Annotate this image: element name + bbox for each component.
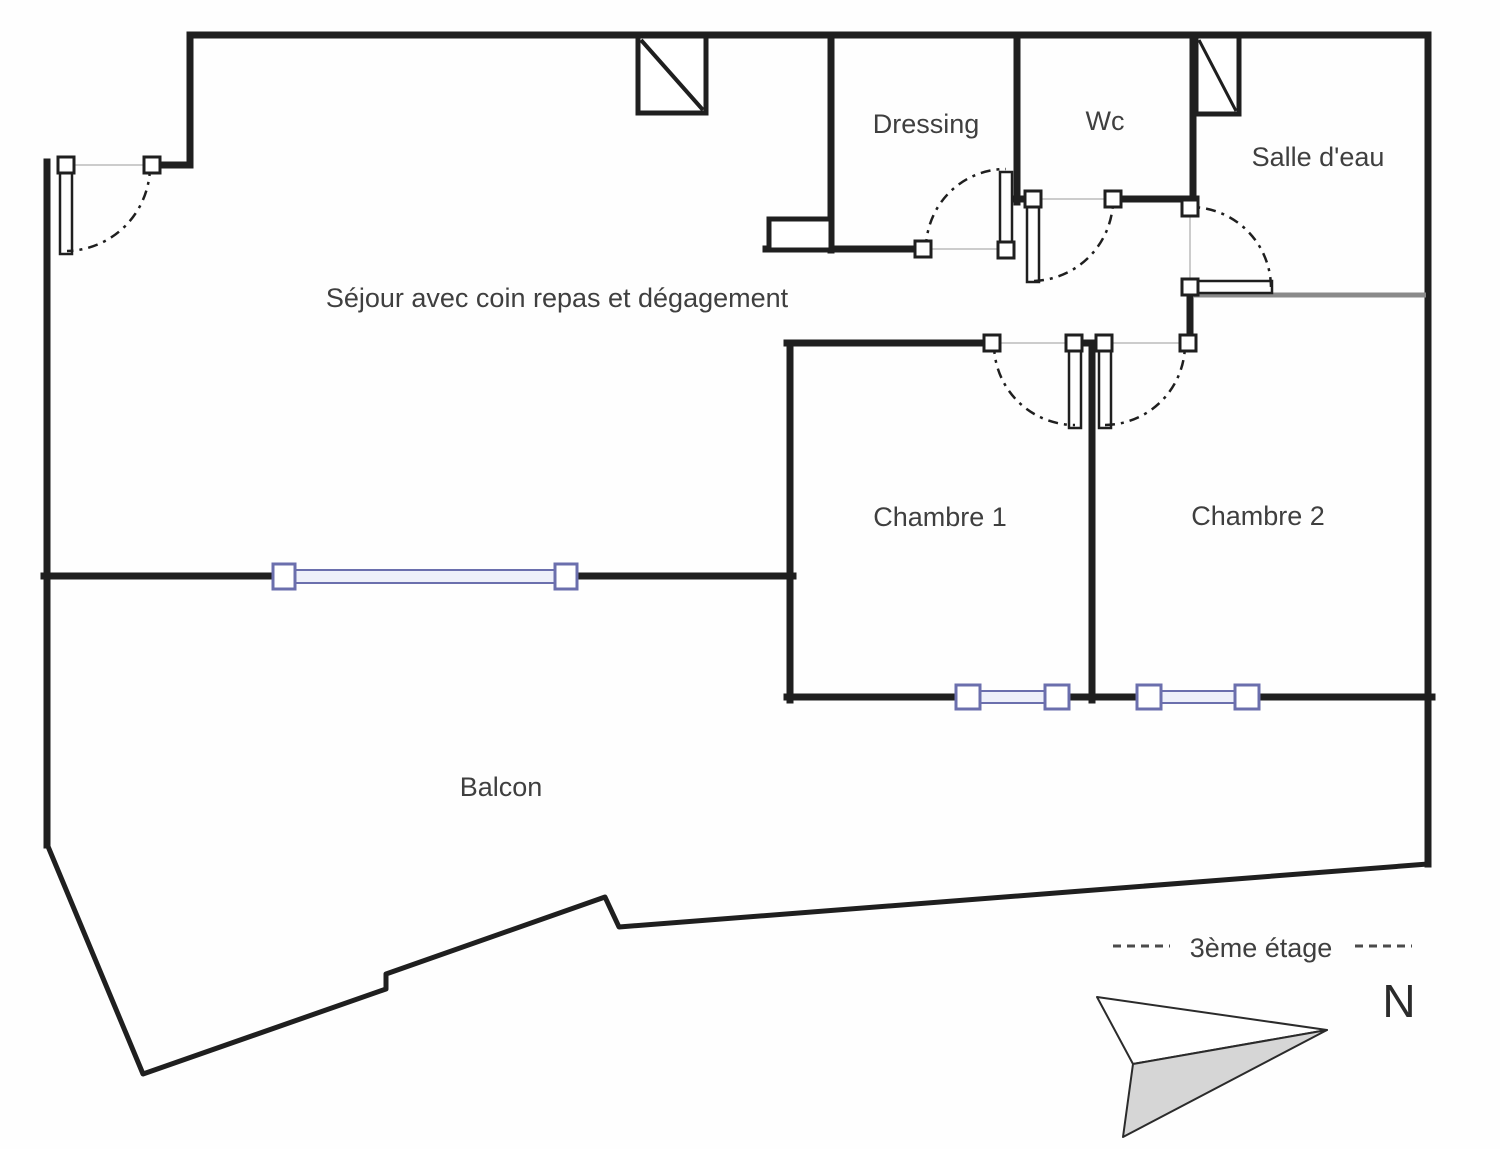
entrance-door-hinge xyxy=(56,155,76,175)
duct-boxes xyxy=(635,33,1242,253)
label-dressing: Dressing xyxy=(873,109,980,139)
salle-deau-door-strike xyxy=(1180,198,1200,218)
label-salle-deau: Salle d'eau xyxy=(1252,142,1385,172)
door-openings xyxy=(74,164,1191,344)
chambre1-window-end-left xyxy=(954,683,982,711)
chimney-box-2-diagonal xyxy=(1197,39,1238,112)
hall-door-right-leaf xyxy=(1097,346,1113,430)
entrance-door-strike xyxy=(142,155,162,175)
label-sejour: Séjour avec coin repas et dégagement xyxy=(326,283,789,313)
dressing-door-hinge xyxy=(996,240,1016,260)
chambre2-window-end-left xyxy=(1135,683,1163,711)
chambre1-window-glazing xyxy=(978,690,1048,704)
hall-door-right-strike xyxy=(1178,333,1198,353)
dressing-door-strike xyxy=(913,239,933,259)
salle-deau-door-leaf xyxy=(1192,279,1274,295)
compass-arrow-lower xyxy=(1122,1029,1328,1138)
hall-door-left-strike xyxy=(982,333,1002,353)
hall-door-right-hinge xyxy=(1094,333,1114,353)
chambre2-window-glazing xyxy=(1160,690,1238,704)
windows xyxy=(271,562,1261,711)
chimney-box-1-diagonal xyxy=(639,38,705,112)
floor-label: 3ème étage xyxy=(1190,933,1333,963)
sejour-window-end-right xyxy=(553,562,579,591)
wc-door-hinge xyxy=(1023,189,1043,209)
doors xyxy=(56,155,1274,430)
legend: 3ème étage N xyxy=(1096,933,1416,1138)
duct-box-dressing xyxy=(766,216,834,253)
salle-deau-door-arc xyxy=(1189,205,1273,288)
balcony-outline xyxy=(44,841,1431,1077)
label-balcon: Balcon xyxy=(460,772,543,802)
hall-door-left-arc xyxy=(992,343,1076,427)
label-chambre2: Chambre 2 xyxy=(1191,501,1325,531)
hall-door-left-hinge xyxy=(1064,333,1084,353)
label-chambre1: Chambre 1 xyxy=(873,502,1007,532)
dressing-door-arc xyxy=(924,167,1007,250)
entrance-door-leaf xyxy=(58,168,74,256)
label-wc: Wc xyxy=(1086,106,1125,136)
hall-door-left-leaf xyxy=(1067,346,1083,430)
hall-door-right-arc xyxy=(1104,343,1187,427)
entrance-door-arc xyxy=(66,165,152,253)
wc-door-leaf xyxy=(1025,200,1041,284)
room-labels: Séjour avec coin repas et dégagement Dre… xyxy=(326,106,1385,802)
salle-deau-door-hinge xyxy=(1180,277,1200,297)
wc-door-strike xyxy=(1103,189,1123,209)
walls xyxy=(40,31,1436,868)
sejour-window-end-left xyxy=(271,562,297,591)
chambre1-window-end-right xyxy=(1043,683,1071,711)
north-label: N xyxy=(1382,975,1415,1027)
dressing-door-leaf xyxy=(998,170,1014,252)
sejour-window-glazing xyxy=(293,569,559,584)
chambre2-window-end-right xyxy=(1233,683,1261,711)
wc-door-arc xyxy=(1033,200,1115,283)
